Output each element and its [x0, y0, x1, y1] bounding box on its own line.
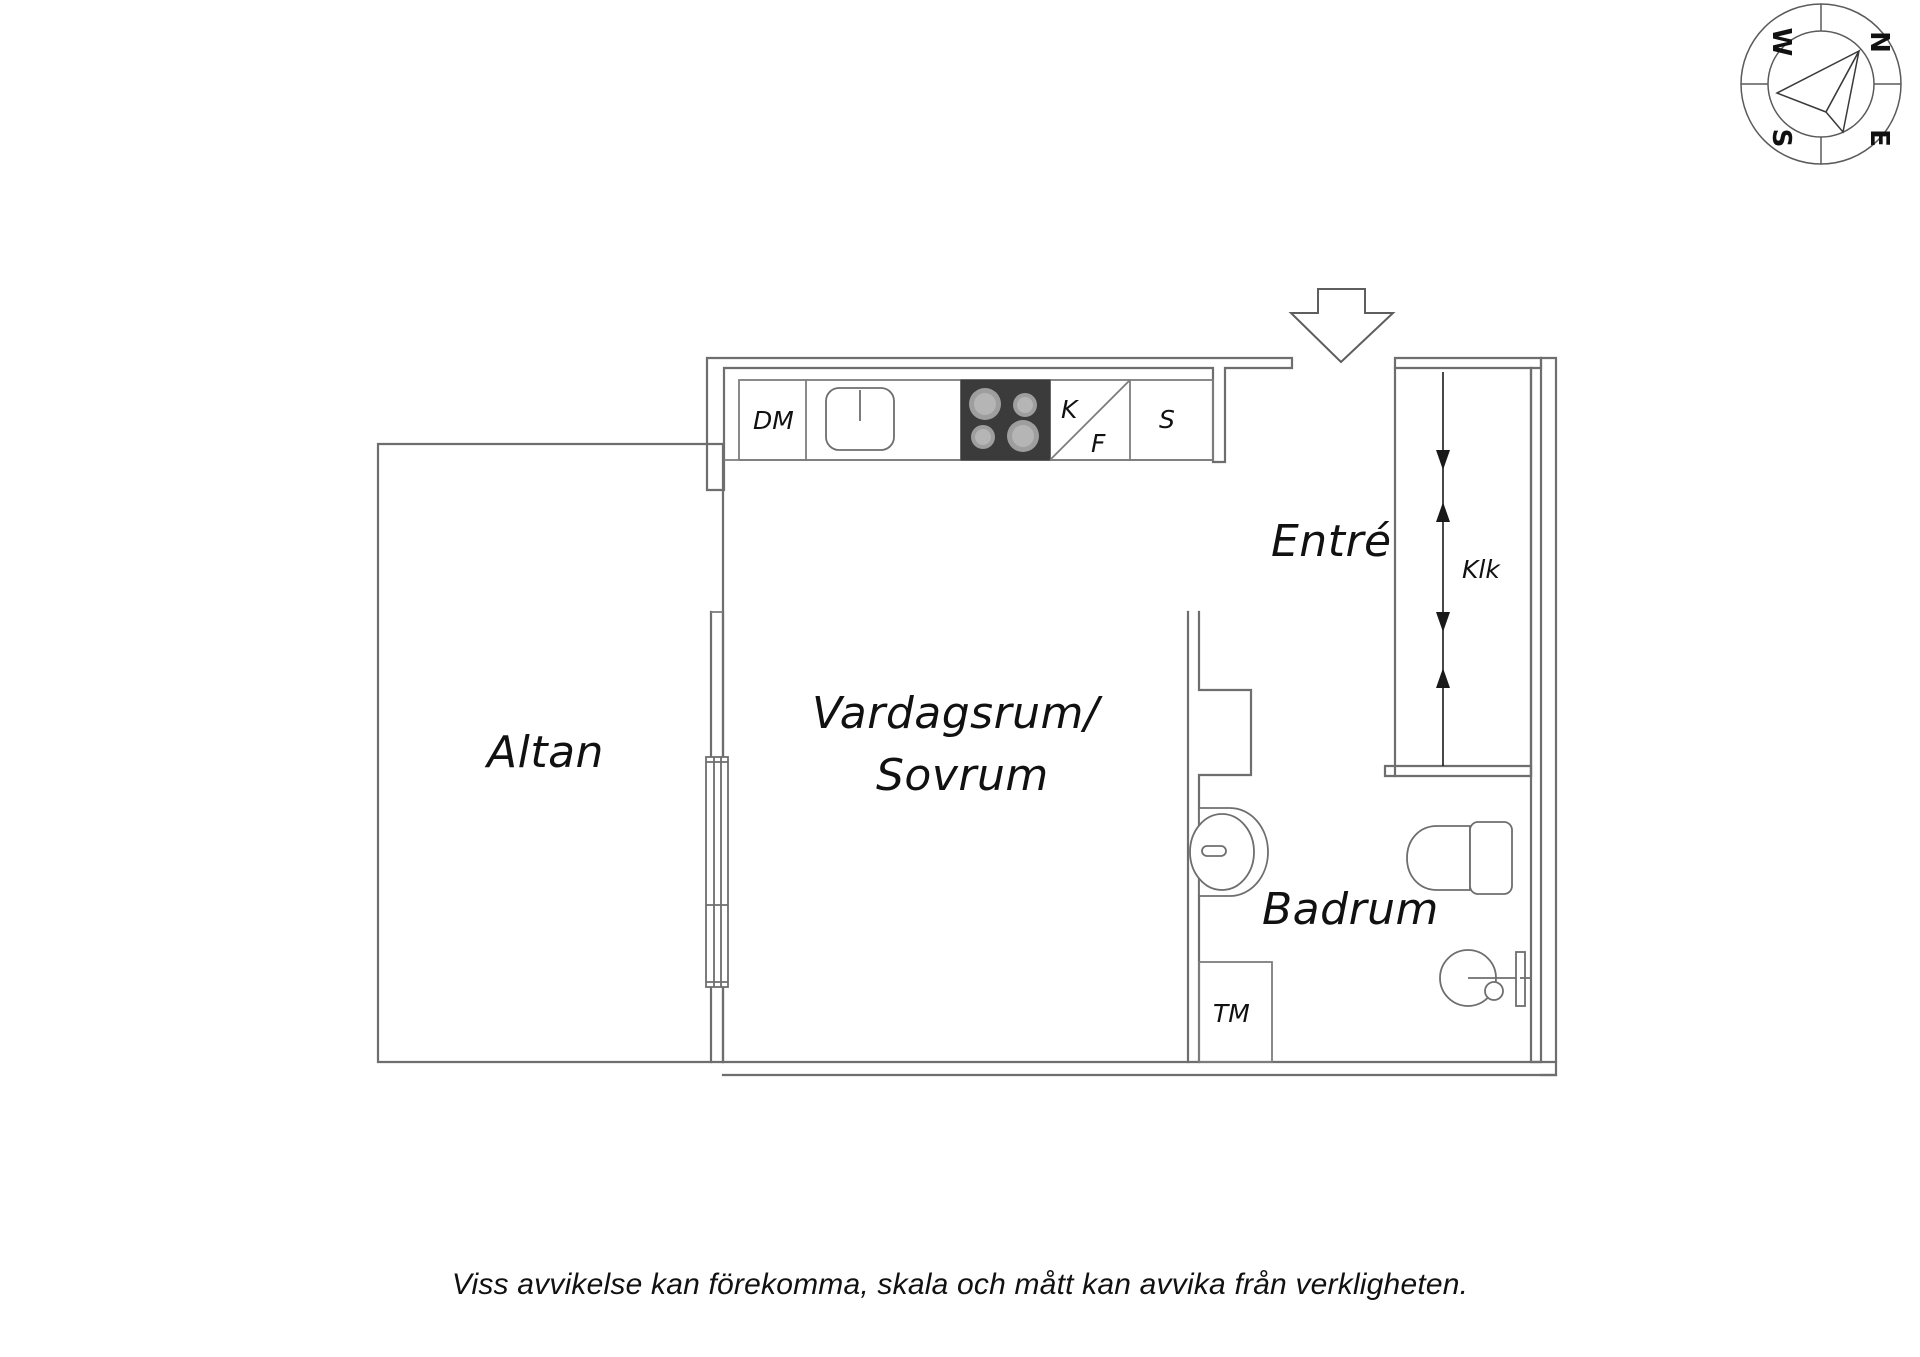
appliance-label-washing-machine: TM: [1213, 999, 1250, 1028]
compass-label-east: E: [1864, 129, 1894, 147]
closet-label-klk: Klk: [1462, 555, 1501, 584]
room-label-vardagsrum-line1: Vardagsrum/: [812, 688, 1103, 739]
kitchen-block: DM K F: [705, 356, 1294, 492]
compass-rose: N W S E: [1740, 3, 1902, 165]
fridge-freezer-cell: K F: [1049, 379, 1131, 461]
entrance-arrow-icon: [1288, 288, 1396, 364]
sink-icon: [825, 387, 895, 451]
room-label-vardagsrum-line2: Sovrum: [876, 750, 1049, 801]
compass-label-south: S: [1766, 129, 1796, 148]
stove-icon: [960, 379, 1051, 461]
room-badrum: TM Badrum: [1189, 807, 1531, 1063]
shower-fixture-icon: [1439, 949, 1531, 1007]
appliance-label-freezer: F: [1091, 429, 1106, 458]
room-label-altan: Altan: [484, 727, 604, 778]
apartment-outer-walls: [721, 356, 1558, 1077]
compass-label-north: N: [1864, 31, 1894, 53]
appliance-label-dishwasher: DM: [753, 406, 794, 435]
compass-label-west: W: [1766, 28, 1796, 57]
room-label-badrum: Badrum: [1262, 884, 1439, 935]
appliance-label-fridge: K: [1061, 395, 1080, 424]
room-label-entre: Entré: [1271, 516, 1392, 567]
bathroom-sink-icon: [1189, 807, 1269, 897]
washing-machine-box: TM: [1198, 961, 1273, 1063]
toilet-icon: [1406, 821, 1513, 895]
closet-dimension-arrow: [1436, 372, 1450, 766]
disclaimer-caption: Viss avvikelse kan förekomma, skala och …: [451, 1268, 1469, 1301]
balcony-sliding-door: [705, 756, 729, 988]
closet-klk: Klk: [1383, 366, 1533, 778]
room-vardagsrum-sovrum: Vardagsrum/ Sovrum: [705, 610, 1253, 1064]
appliance-label-pantry: S: [1159, 405, 1175, 434]
